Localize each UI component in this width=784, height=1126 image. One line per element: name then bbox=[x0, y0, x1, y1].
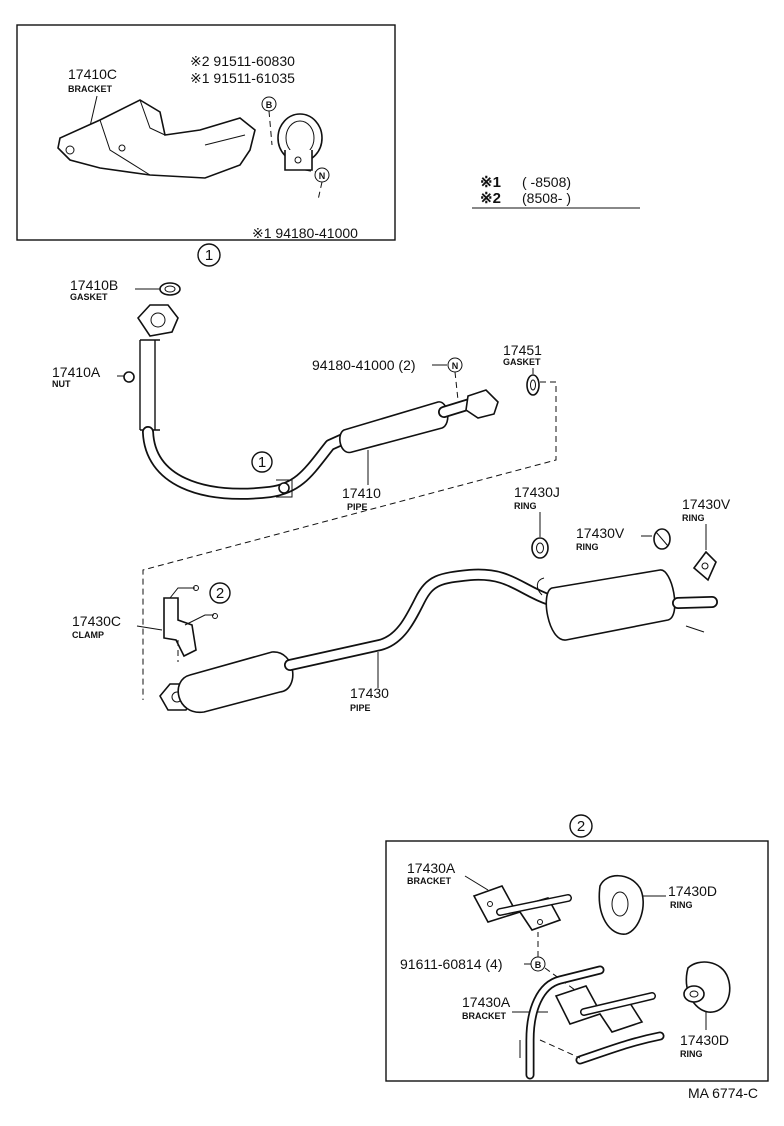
pipe-clamp-drawing bbox=[277, 113, 323, 171]
ring-17430j-part: 17430J bbox=[514, 484, 560, 500]
pipe-17410-name: PIPE bbox=[347, 502, 368, 512]
gasket-17451-drawing bbox=[526, 374, 540, 396]
detail-1-frame bbox=[16, 24, 396, 241]
detail-2-box: 2 17430A BRACKET 91611-60814 (4) B 17430… bbox=[385, 814, 769, 1082]
tail-pipe-assembly: 17430C CLAMP 2 17430 PIPE 17430J RING bbox=[72, 484, 731, 713]
detail2-mark-b-label: B bbox=[535, 960, 542, 970]
gasket-17451-name: GASKET bbox=[503, 357, 541, 367]
legend-row1-mark: ※1 bbox=[480, 174, 501, 191]
bolt-note-2: ※2 91511-60830 bbox=[190, 53, 295, 69]
pipe-17410-part: 17410 bbox=[342, 485, 381, 501]
legend-row1-text: ( -8508) bbox=[522, 174, 571, 190]
ring-17430v-1-name: RING bbox=[576, 542, 599, 552]
ring-17430d-1-name: RING bbox=[670, 900, 693, 910]
mark-b-label: B bbox=[266, 100, 273, 110]
detail-2-marker-label: 2 bbox=[577, 818, 585, 835]
clamp-17430c-name: CLAMP bbox=[72, 630, 104, 640]
diagram-code: MA 6774-C bbox=[688, 1085, 758, 1101]
gasket-17410b-drawing bbox=[159, 282, 181, 296]
front-pipe-resonator bbox=[339, 401, 449, 454]
bolt-note-1: ※1 91511-61035 bbox=[190, 70, 295, 86]
detail-2-frame bbox=[385, 840, 769, 1082]
ring-17430d-1-drawing bbox=[598, 874, 644, 935]
clamp-17430c-drawing bbox=[163, 597, 197, 658]
bracket-17410c-part: 17410C bbox=[68, 66, 117, 82]
pipe-17430-part: 17430 bbox=[350, 685, 389, 701]
gasket-17410b-part: 17410B bbox=[70, 277, 118, 293]
ring-17430d-1-part: 17430D bbox=[668, 883, 717, 899]
front-pipe-rear-flange bbox=[465, 389, 499, 419]
nut-17410a-name: NUT bbox=[52, 379, 71, 389]
pipe-marker-1 bbox=[251, 451, 273, 473]
ring-17430v-1-part: 17430V bbox=[576, 525, 625, 541]
gasket-17410b-name: GASKET bbox=[70, 292, 108, 302]
front-pipe-assembly: 17410B GASKET 17410A NUT 1 94180-41000 (… bbox=[52, 277, 557, 700]
bracket-17430a-2-name: BRACKET bbox=[462, 1011, 507, 1021]
nut-n-callout: 94180-41000 (2) bbox=[312, 357, 416, 373]
gasket-17451-part: 17451 bbox=[503, 342, 542, 358]
detail-1-marker bbox=[197, 243, 221, 267]
detail-2-marker bbox=[569, 814, 593, 838]
ring-17430d-2-part: 17430D bbox=[680, 1032, 729, 1048]
legend-row2-mark: ※2 bbox=[480, 190, 501, 207]
nut-17410a-drawing bbox=[123, 371, 135, 383]
ring-17430v-2-part: 17430V bbox=[682, 496, 731, 512]
bracket-17430a-1-name: BRACKET bbox=[407, 876, 452, 886]
clamp-marker-2 bbox=[209, 582, 231, 604]
bolt-b-callout: 91611-60814 (4) bbox=[400, 956, 502, 972]
mark-n-label: N bbox=[319, 171, 326, 181]
nut-note-1: ※1 94180-41000 bbox=[252, 225, 358, 241]
pipe-17430-name: PIPE bbox=[350, 703, 371, 713]
legend: ※1 ( -8508) ※2 (8508- ) bbox=[472, 174, 640, 209]
main-muffler bbox=[545, 569, 676, 641]
detail-1-marker-label: 1 bbox=[205, 247, 213, 264]
ring-17430j-drawing bbox=[531, 537, 549, 559]
bracket-17410c-name: BRACKET bbox=[68, 84, 113, 94]
main-mark-n-label: N bbox=[452, 361, 459, 371]
bracket-17410c-drawing bbox=[57, 99, 256, 179]
exhaust-manifold-flange bbox=[136, 304, 179, 337]
pipe-marker-1-label: 1 bbox=[258, 454, 266, 471]
legend-row2-text: (8508- ) bbox=[522, 190, 571, 206]
sub-muffler bbox=[177, 651, 294, 713]
clamp-marker-2-label: 2 bbox=[216, 585, 224, 602]
bracket-17430a-2-part: 17430A bbox=[462, 994, 511, 1010]
clamp-17430c-part: 17430C bbox=[72, 613, 121, 629]
ring-17430d-2-name: RING bbox=[680, 1049, 703, 1059]
bracket-17430a-1-part: 17430A bbox=[407, 860, 456, 876]
ring-17430j-name: RING bbox=[514, 501, 537, 511]
nut-17410a-part: 17410A bbox=[52, 364, 101, 380]
ring-17430v-2-drawing bbox=[692, 550, 717, 582]
detail-1-box: 17410C BRACKET ※2 91511-60830 ※1 91511-6… bbox=[16, 24, 396, 267]
ring-17430v-2-name: RING bbox=[682, 513, 705, 523]
